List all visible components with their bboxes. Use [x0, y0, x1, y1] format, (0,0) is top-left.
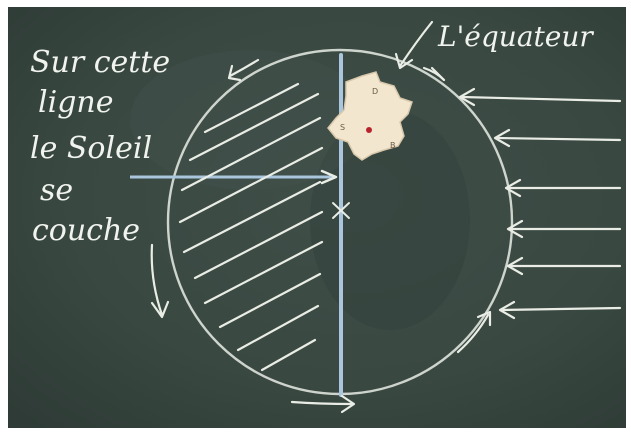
location-dot: [366, 127, 372, 133]
left-text-line-5: couche: [32, 213, 140, 248]
left-text-line-2: ligne: [38, 85, 113, 120]
equator-label: L'équateur: [437, 20, 594, 53]
cutout-label-d: D: [372, 87, 378, 96]
left-text-line-3: le Soleil: [30, 131, 152, 166]
left-text-line-1: Sur cette: [30, 45, 170, 80]
cutout-label-s: S: [340, 123, 345, 132]
left-text-line-4: se: [40, 173, 73, 208]
cutout-label-b: B: [390, 141, 396, 150]
